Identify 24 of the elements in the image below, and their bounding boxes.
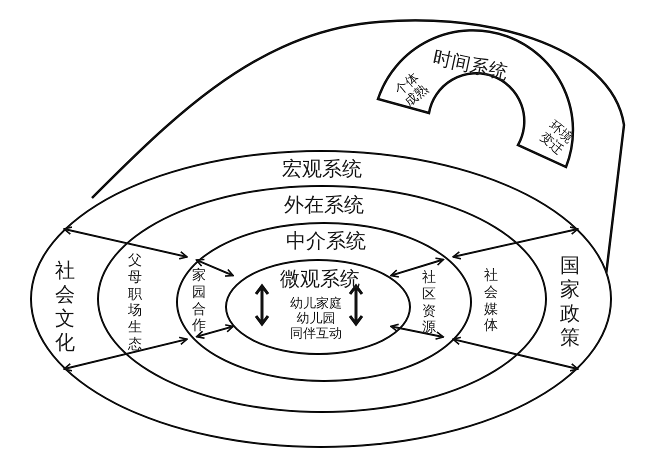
system-title: 中介系统 bbox=[286, 230, 366, 254]
double-arrow bbox=[390, 324, 444, 340]
double-arrow bbox=[63, 226, 188, 260]
factor-label: 父母职场生态 bbox=[128, 254, 142, 354]
factor-label: 国家政策 bbox=[560, 254, 580, 350]
double-arrow bbox=[390, 257, 444, 278]
factor-label: 幼儿家庭 bbox=[290, 296, 342, 312]
factor-label: 社区资源 bbox=[422, 270, 436, 338]
factor-label: 幼儿园 bbox=[296, 312, 336, 326]
factor-label: 个体成熟 bbox=[392, 70, 432, 110]
system-title: 外在系统 bbox=[284, 194, 364, 218]
factor-label: 家园合作 bbox=[192, 268, 206, 336]
system-title: 时间系统 bbox=[430, 47, 510, 85]
system-title: 宏观系统 bbox=[282, 158, 362, 182]
factor-label: 环境变迁 bbox=[536, 118, 576, 158]
factor-label: 社会媒体 bbox=[484, 268, 498, 336]
double-arrow bbox=[196, 258, 234, 277]
double-arrow bbox=[196, 324, 234, 340]
double-arrow bbox=[452, 336, 579, 372]
system-title: 微观系统 bbox=[280, 268, 360, 292]
factor-label: 同伴互动 bbox=[290, 326, 342, 342]
factor-label: 社会文化 bbox=[54, 259, 76, 355]
double-arrow bbox=[452, 226, 579, 260]
double-arrow bbox=[63, 336, 188, 372]
